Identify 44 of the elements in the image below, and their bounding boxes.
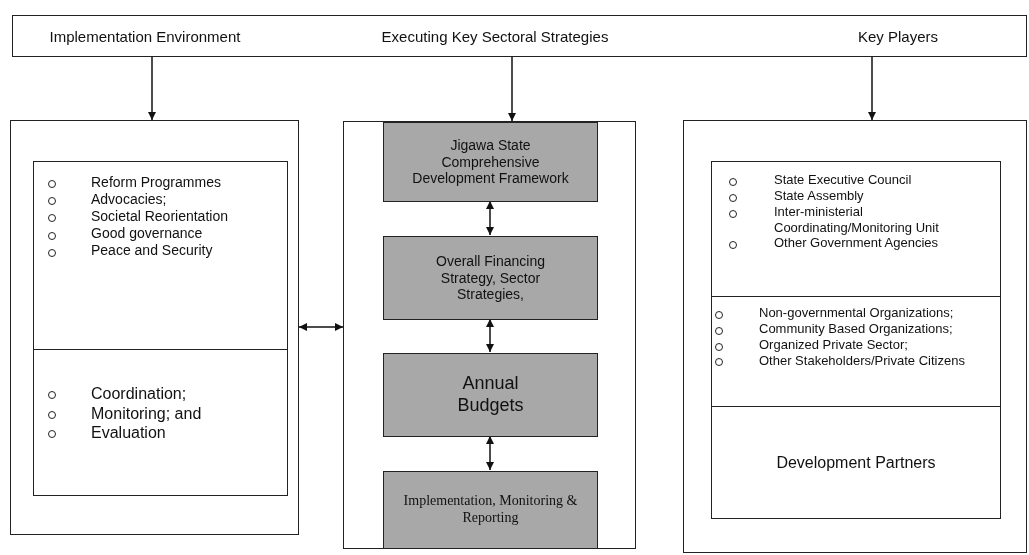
column-heading: Implementation Environment <box>48 28 242 46</box>
process-box <box>383 471 598 549</box>
arrow <box>508 56 516 122</box>
arrow <box>868 56 876 121</box>
double-arrow <box>486 435 494 471</box>
process-box <box>383 353 598 437</box>
column-box <box>10 120 299 535</box>
column-box <box>683 120 1027 553</box>
process-box <box>383 236 598 320</box>
arrow <box>148 56 156 121</box>
list-box <box>711 296 1001 407</box>
box-text: Implementation, Monitoring & Reporting <box>402 493 579 527</box>
double-arrow <box>298 323 344 331</box>
list-item: Other Government Agencies <box>729 235 994 252</box>
list-box <box>33 161 288 350</box>
list-item: Societal Reorientation <box>48 208 281 226</box>
list-item: State Assembly <box>729 187 994 204</box>
list-box <box>711 161 1001 297</box>
box-text: Annual Budgets <box>456 373 525 417</box>
header-band <box>12 15 1027 57</box>
list-item: Other Stakeholders/Private Citizens <box>715 352 994 369</box>
list-item: Non-governmental Organizations; <box>715 305 994 321</box>
double-arrow <box>486 318 494 353</box>
list-item: Inter-ministerial Coordinating/Monitoring Unit <box>729 203 994 236</box>
column-heading: Key Players <box>856 28 939 46</box>
text-box <box>711 406 1001 519</box>
list-item: Good governance <box>48 225 281 243</box>
box-text: Overall Financing Strategy, Sector Strategies, <box>435 252 546 304</box>
box-text: Development Partners <box>775 452 937 473</box>
list-item: Monitoring; and <box>48 403 281 424</box>
box-text: Jigawa State Comprehensive Development Framework <box>411 136 570 188</box>
list-item: Reform Programmes <box>48 174 281 192</box>
list-item: Advocacies; <box>48 191 281 209</box>
column-heading: Executing Key Sectoral Strategies <box>380 28 610 46</box>
double-arrow <box>486 200 494 236</box>
list-box <box>33 349 288 496</box>
list-item: State Executive Council <box>729 172 994 188</box>
column-box <box>343 121 636 549</box>
process-box <box>383 122 598 202</box>
list-item: Evaluation <box>48 423 281 443</box>
list-item: Coordination; <box>48 384 281 404</box>
list-item: Organized Private Sector; <box>715 336 994 353</box>
list-item: Community Based Organizations; <box>715 320 994 337</box>
list-item: Peace and Security <box>48 242 281 260</box>
